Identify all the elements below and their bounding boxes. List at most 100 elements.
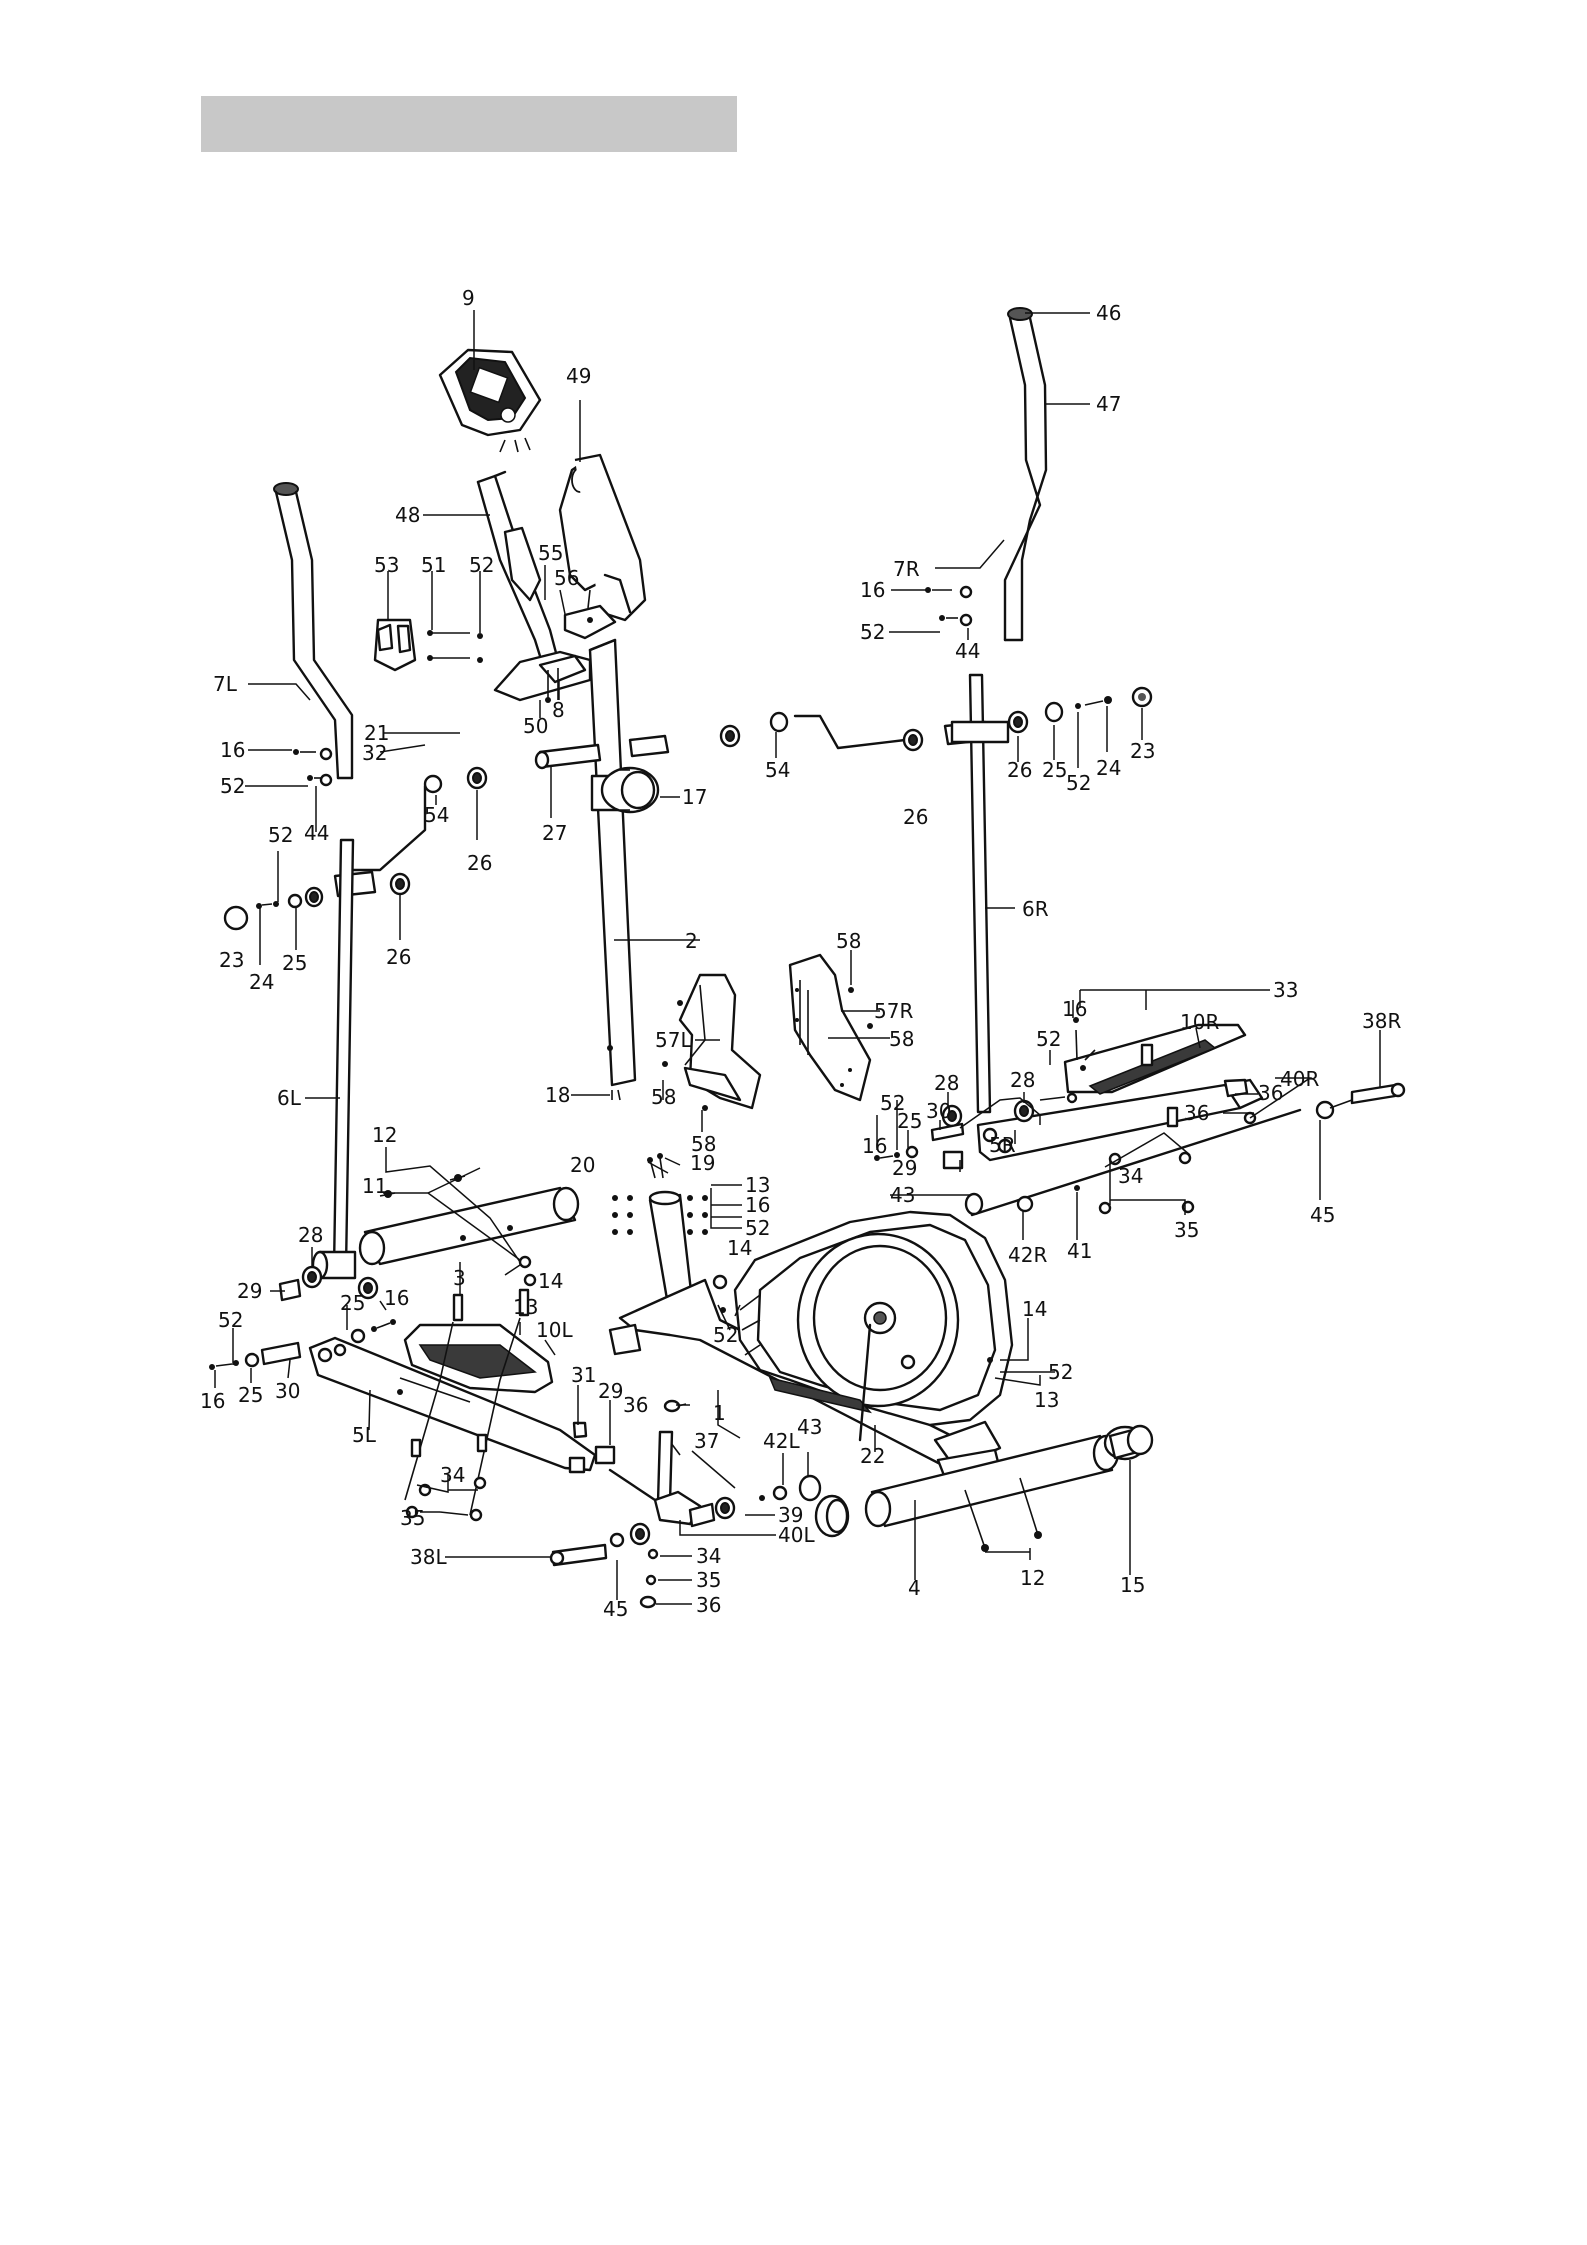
callout-45: 45: [603, 1597, 628, 1621]
callout-26: 26: [1007, 758, 1032, 782]
callout-51: 51: [421, 553, 446, 577]
callout-21: 21: [364, 721, 389, 745]
callout-26: 26: [903, 805, 928, 829]
left-crank-assembly: [223, 766, 488, 931]
callout-57L: 57L: [655, 1028, 692, 1052]
callout-7R: 7R: [893, 557, 920, 581]
callout-19: 19: [690, 1151, 715, 1175]
callout-52: 52: [745, 1216, 770, 1240]
callout-53: 53: [374, 553, 399, 577]
callout-24: 24: [249, 970, 274, 994]
left-arm-connectors: [278, 1265, 379, 1302]
left-lower-arm: [311, 838, 357, 1280]
callout-48: 48: [395, 503, 420, 527]
callout-42R: 42R: [1008, 1243, 1047, 1267]
callout-25: 25: [238, 1383, 263, 1407]
callout-5L: 5L: [352, 1423, 377, 1447]
callout-52: 52: [880, 1091, 905, 1115]
callout-31: 31: [571, 1363, 596, 1387]
callout-9: 9: [462, 286, 475, 310]
callout-17: 17: [682, 785, 707, 809]
callout-29: 29: [892, 1156, 917, 1180]
right-crank-assembly: [719, 686, 1153, 752]
callout-35: 35: [696, 1568, 721, 1592]
right-upper-handlebar: [1003, 307, 1048, 642]
left-pedal-arm-5L: [308, 1336, 597, 1472]
callout-4: 4: [908, 1576, 921, 1600]
rear-stabilizer-11: [358, 1174, 580, 1266]
callout-45: 45: [1310, 1203, 1335, 1227]
callout-25: 25: [897, 1109, 922, 1133]
right-handlebar-fasteners: [925, 585, 973, 627]
right-cover-57R: [788, 953, 872, 1102]
frame-bolt-3: [452, 1255, 537, 1322]
clamp-bolts: [427, 630, 483, 663]
callout-54: 54: [765, 758, 790, 782]
connector-29-left: [594, 1445, 616, 1465]
callout-40L: 40L: [778, 1523, 815, 1547]
callout-23: 23: [219, 948, 244, 972]
callout-7L: 7L: [213, 672, 238, 696]
callout-29: 29: [598, 1379, 623, 1403]
callout-10L: 10L: [536, 1318, 573, 1342]
callout-23: 23: [1130, 739, 1155, 763]
callout-34: 34: [1118, 1164, 1143, 1188]
callout-16: 16: [384, 1286, 409, 1310]
right-link: [970, 1108, 1302, 1217]
callout-58: 58: [889, 1027, 914, 1051]
callout-18: 18: [545, 1083, 570, 1107]
callout-36: 36: [623, 1393, 648, 1417]
callout-39: 39: [778, 1503, 803, 1527]
small-bracket-8: [538, 654, 587, 703]
callout-11: 11: [362, 1174, 387, 1198]
callout-15: 15: [1120, 1573, 1145, 1597]
callout-14: 14: [727, 1236, 752, 1260]
callout-49: 49: [566, 364, 591, 388]
callout-10R: 10R: [1180, 1010, 1219, 1034]
handlebar-bracket: [563, 589, 617, 640]
callout-38L: 38L: [410, 1545, 447, 1569]
callout-12: 12: [1020, 1566, 1045, 1590]
callout-58: 58: [651, 1085, 676, 1109]
left-pedal-hardware: [209, 1317, 588, 1522]
callout-43: 43: [797, 1415, 822, 1439]
callout-52: 52: [1048, 1360, 1073, 1384]
callout-26: 26: [467, 851, 492, 875]
callout-25: 25: [1042, 758, 1067, 782]
end-cap-43-left: [798, 1474, 850, 1538]
leader-lines: [214, 310, 1381, 1605]
callout-25: 25: [340, 1291, 365, 1315]
callout-34: 34: [440, 1463, 465, 1487]
callout-28: 28: [934, 1071, 959, 1095]
callout-12: 12: [372, 1123, 397, 1147]
callout-36: 36: [696, 1593, 721, 1617]
callout-36: 36: [1258, 1081, 1283, 1105]
part-drawings: [209, 307, 1406, 1609]
right-axle-bolt: [1315, 1082, 1406, 1120]
callout-37: 37: [694, 1429, 719, 1453]
callout-8: 8: [552, 698, 565, 722]
callout-labels: 9 46 47 49 48 53 51 52 55 56 7R 16 52 44…: [200, 286, 1401, 1621]
callout-32: 32: [362, 741, 387, 765]
callout-16: 16: [745, 1193, 770, 1217]
callout-6R: 6R: [1022, 897, 1049, 921]
left-cover-57L: [678, 973, 762, 1110]
callout-16: 16: [860, 578, 885, 602]
callout-44: 44: [955, 639, 980, 663]
callout-47: 47: [1096, 392, 1121, 416]
callout-22: 22: [860, 1444, 885, 1468]
callout-30: 30: [275, 1379, 300, 1403]
center-handlebars: [476, 453, 647, 702]
clip-36-left: [663, 1399, 687, 1413]
callout-24: 24: [1096, 756, 1121, 780]
left-lower-hardware: [549, 1522, 659, 1609]
callout-57R: 57R: [874, 999, 913, 1023]
callout-29: 29: [237, 1279, 262, 1303]
end-cap-15: [1103, 1424, 1154, 1461]
callout-58: 58: [836, 929, 861, 953]
callout-26: 26: [386, 945, 411, 969]
right-lower-arm: [950, 673, 1010, 1114]
right-arm-connectors: [874, 1092, 1078, 1170]
callout-56: 56: [554, 566, 579, 590]
